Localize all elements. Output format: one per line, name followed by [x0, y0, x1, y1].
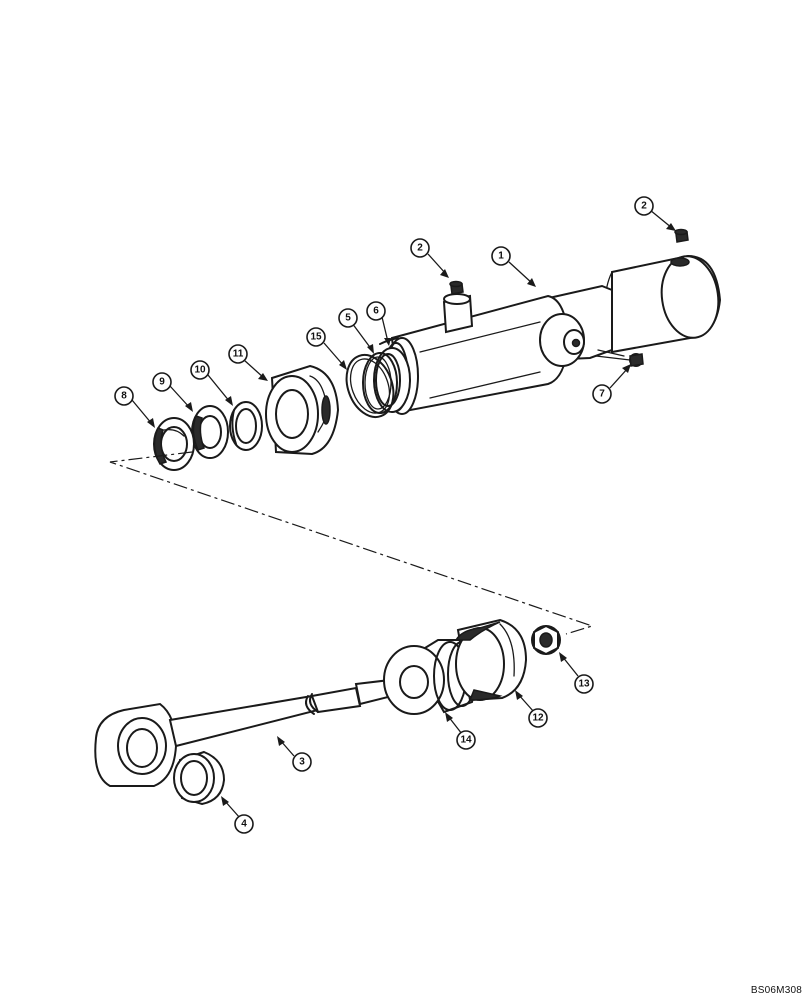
- svg-text:6: 6: [373, 306, 379, 317]
- o-ring-5: [362, 352, 398, 414]
- svg-text:7: 7: [599, 389, 605, 400]
- svg-text:9: 9: [159, 377, 165, 388]
- svg-text:5: 5: [345, 313, 351, 324]
- svg-text:12: 12: [532, 713, 544, 724]
- gland: [265, 364, 340, 456]
- callout-14: 14: [456, 730, 476, 750]
- rod-seal: [191, 405, 229, 459]
- grease-fitting-rear: [674, 228, 689, 243]
- svg-text:14: 14: [460, 735, 472, 746]
- grease-fitting-front: [449, 280, 464, 295]
- callout-10: 10: [190, 360, 210, 380]
- svg-text:3: 3: [299, 757, 305, 768]
- assembly-centerline: [109, 451, 594, 635]
- wear-ring: [229, 401, 263, 451]
- callout-5: 5: [338, 308, 358, 328]
- svg-text:1: 1: [498, 251, 504, 262]
- callout-2-front: 2: [410, 238, 430, 258]
- figure-reference-code: BS06M308: [750, 985, 802, 996]
- leader-lines: [131, 209, 676, 819]
- bushing: [173, 750, 226, 806]
- nut: [531, 625, 561, 655]
- callout-7: 7: [592, 384, 612, 404]
- o-ring-15: [345, 354, 395, 418]
- svg-text:10: 10: [194, 365, 206, 376]
- piston-seal: [454, 618, 528, 702]
- callout-9: 9: [152, 372, 172, 392]
- svg-text:2: 2: [641, 201, 647, 212]
- piston-rod: [94, 676, 414, 787]
- callout-8: 8: [114, 386, 134, 406]
- callout-11: 11: [228, 344, 248, 364]
- fitting-7: [595, 349, 644, 367]
- callout-1: 1: [491, 246, 511, 266]
- svg-text:11: 11: [233, 349, 244, 360]
- callout-15: 15: [306, 327, 326, 347]
- callout-12: 12: [528, 708, 548, 728]
- callout-4: 4: [234, 814, 254, 834]
- callout-2-rear: 2: [634, 196, 654, 216]
- callout-3: 3: [292, 752, 312, 772]
- svg-text:13: 13: [578, 679, 590, 690]
- svg-text:15: 15: [310, 332, 322, 343]
- cylinder-barrel: [379, 254, 722, 415]
- svg-text:2: 2: [417, 243, 423, 254]
- callout-6: 6: [366, 301, 386, 321]
- wiper: [153, 417, 195, 471]
- svg-text:4: 4: [241, 819, 247, 830]
- svg-text:8: 8: [121, 391, 127, 402]
- callout-13: 13: [574, 674, 594, 694]
